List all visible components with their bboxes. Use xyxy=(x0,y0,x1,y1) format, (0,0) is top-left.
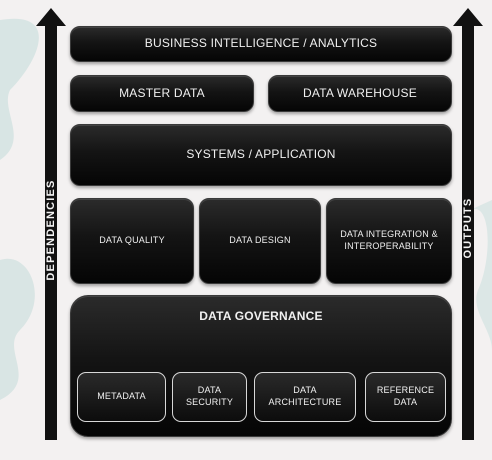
data-warehouse-label: DATA WAREHOUSE xyxy=(303,85,417,100)
business-intelligence-block: BUSINESS INTELLIGENCE / ANALYTICS xyxy=(70,26,452,62)
outputs-label: OUTPUTS xyxy=(462,197,474,259)
dependencies-arrow xyxy=(36,8,66,440)
data-warehouse-block: DATA WAREHOUSE xyxy=(268,75,452,112)
master-data-label: MASTER DATA xyxy=(119,85,205,100)
outputs-arrow xyxy=(453,8,483,440)
data-design-label: DATA DESIGN xyxy=(229,235,291,246)
data-quality-block: DATA QUALITY xyxy=(70,198,194,284)
reference-data-box: REFERENCE DATA xyxy=(365,372,446,422)
data-architecture-box: DATA ARCHITECTURE xyxy=(254,372,356,422)
data-security-label: DATA SECURITY xyxy=(185,385,234,407)
data-architecture-label: DATA ARCHITECTURE xyxy=(268,385,342,407)
data-design-block: DATA DESIGN xyxy=(199,198,321,284)
data-governance-title: DATA GOVERNANCE xyxy=(199,309,323,323)
data-integration-label: DATA INTEGRATION & INTEROPERABILITY xyxy=(340,229,438,251)
systems-application-block: SYSTEMS / APPLICATION xyxy=(70,124,452,186)
business-intelligence-label: BUSINESS INTELLIGENCE / ANALYTICS xyxy=(144,36,378,51)
reference-data-label: REFERENCE DATA xyxy=(376,385,435,407)
data-security-box: DATA SECURITY xyxy=(172,372,247,422)
systems-application-label: SYSTEMS / APPLICATION xyxy=(186,147,336,162)
data-quality-label: DATA QUALITY xyxy=(99,235,165,246)
metadata-label: METADATA xyxy=(97,391,146,402)
metadata-box: METADATA xyxy=(77,372,166,422)
data-integration-block: DATA INTEGRATION & INTEROPERABILITY xyxy=(326,198,452,284)
master-data-block: MASTER DATA xyxy=(70,75,254,112)
dependencies-label: DEPENDENCIES xyxy=(45,179,57,281)
